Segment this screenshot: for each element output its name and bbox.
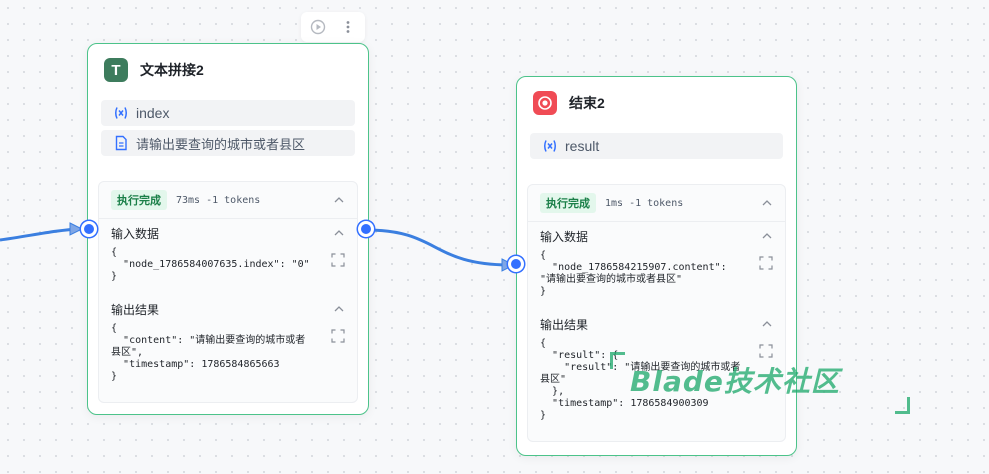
output-json: { "content": "请输出要查询的城市或者县区", "timestamp…	[111, 323, 306, 382]
edge-incoming[interactable]	[0, 227, 81, 242]
status-badge: 执行完成	[111, 190, 167, 210]
stop-circle-icon	[533, 91, 557, 115]
param-row-text[interactable]: 请输出要查询的城市或者县区	[101, 130, 355, 156]
input-section: 输入数据 { "node_1786584215907.content": "请输…	[528, 222, 785, 298]
chevron-up-icon[interactable]	[333, 194, 345, 206]
node2-input-port[interactable]	[508, 256, 524, 272]
document-icon	[113, 135, 129, 151]
input-section: 输入数据 { "node_1786584007635.index": "0" }	[99, 219, 357, 283]
watermark-bracket-left	[610, 352, 625, 369]
node-title: 结束2	[569, 95, 605, 111]
input-json: { "node_1786584007635.index": "0" }	[111, 247, 310, 282]
node-end[interactable]: 结束2 result 执行完成 1ms -1 tokens 输入数据	[516, 76, 797, 456]
node-header: 结束2	[533, 90, 796, 116]
status-badge: 执行完成	[540, 193, 596, 213]
node1-input-port[interactable]	[81, 221, 97, 237]
text-T-icon: T	[104, 58, 128, 82]
expand-fullscreen-icon[interactable]	[331, 253, 345, 267]
chevron-up-icon[interactable]	[761, 318, 773, 330]
output-section-title: 输出结果	[111, 295, 345, 323]
token-count: -1 tokens	[206, 194, 261, 206]
input-section-title: 输入数据	[111, 219, 345, 247]
chevron-up-icon[interactable]	[761, 230, 773, 242]
play-circle-icon[interactable]	[310, 19, 326, 35]
execution-result-panel: 执行完成 73ms -1 tokens 输入数据 { "node_17865	[98, 181, 358, 403]
output-section: 输出结果 { "content": "请输出要查询的城市或者县区", "time…	[99, 295, 357, 383]
param-row-variable[interactable]: index	[101, 100, 355, 126]
variable-x-icon	[542, 138, 558, 154]
token-count: -1 tokens	[629, 197, 684, 209]
output-section-title: 输出结果	[540, 310, 773, 338]
expand-fullscreen-icon[interactable]	[759, 256, 773, 270]
output-json: { "result": { "result": "请输出要查询的城市或者县区" …	[540, 338, 741, 421]
param-text-value: 请输出要查询的城市或者县区	[136, 136, 306, 152]
variable-x-icon	[113, 105, 129, 121]
watermark-bracket-right	[895, 397, 910, 414]
node-text-concat[interactable]: T 文本拼接2 index 请输出要查询的城市或者县区 执行完成 73ms -1…	[87, 43, 369, 415]
watermark-text: Blade技术社区	[630, 365, 840, 398]
input-json: { "node_1786584215907.content": "请输出要查询的…	[540, 250, 727, 297]
execution-result-header: 执行完成 73ms -1 tokens	[99, 182, 357, 219]
param-row-variable[interactable]: result	[530, 133, 783, 159]
node-title: 文本拼接2	[140, 62, 204, 78]
node1-output-port[interactable]	[358, 221, 374, 237]
elapsed-time: 73ms	[176, 194, 201, 206]
chevron-up-icon[interactable]	[761, 197, 773, 209]
param-variable-name: result	[565, 138, 600, 154]
execution-result-header: 执行完成 1ms -1 tokens	[528, 185, 785, 222]
output-section: 输出结果 { "result": { "result": "请输出要查询的城市或…	[528, 310, 785, 422]
elapsed-time: 1ms	[605, 197, 624, 209]
param-variable-name: index	[136, 105, 170, 121]
chevron-up-icon[interactable]	[333, 227, 345, 239]
edge-node1-to-node2[interactable]	[365, 228, 512, 267]
input-section-title: 输入数据	[540, 222, 773, 250]
node-header: T 文本拼接2	[104, 57, 368, 83]
expand-fullscreen-icon[interactable]	[331, 329, 345, 343]
expand-fullscreen-icon[interactable]	[759, 344, 773, 358]
execution-result-panel: 执行完成 1ms -1 tokens 输入数据 { "node_178658	[527, 184, 786, 442]
watermark: Blade技术社区	[610, 352, 910, 414]
more-vertical-icon[interactable]	[340, 19, 356, 35]
chevron-up-icon[interactable]	[333, 303, 345, 315]
node-action-toolbar	[301, 12, 365, 42]
